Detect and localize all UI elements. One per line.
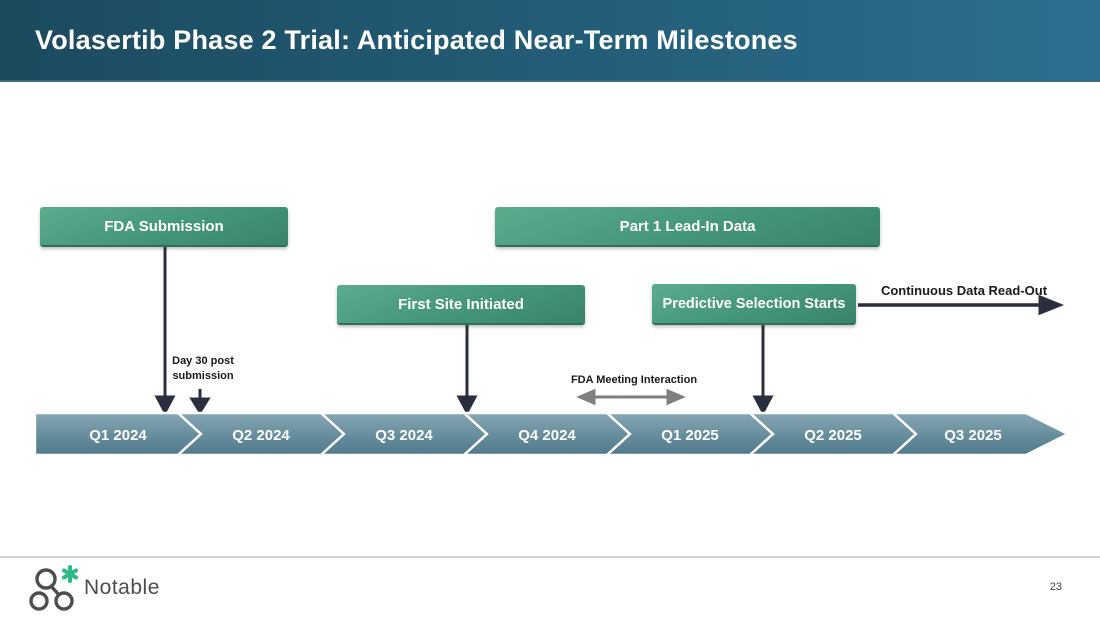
header-bar: Volasertib Phase 2 Trial: Anticipated Ne… (0, 0, 1100, 82)
timeline-labels: Q1 2024 Q2 2024 Q3 2024 Q4 2024 Q1 2025 … (89, 427, 1002, 444)
timeline-band (33, 411, 1071, 457)
timeline-segment-q3-2025 (889, 411, 1071, 457)
logo-circle-bottom-right (54, 591, 74, 611)
annotation-continuous-readout: Continuous Data Read-Out (880, 283, 1048, 298)
connector-arrows (154, 247, 1065, 416)
milestone-fda-submission: FDA Submission (40, 207, 288, 247)
milestone-predictive-selection-starts: Predictive Selection Starts (652, 284, 856, 325)
arrowhead-predictive (752, 395, 774, 416)
logo-circle-bottom-left (29, 591, 49, 611)
annotation-day30-line2: submission (172, 370, 234, 383)
notable-logo-icon (29, 565, 78, 611)
logo-circle-top (35, 568, 57, 590)
milestone-predictive-selection-starts-label: Predictive Selection Starts (662, 295, 846, 312)
double-arrowhead-right (666, 388, 686, 406)
quarter-label-q1-2024: Q1 2024 (89, 427, 147, 444)
quarter-label-q4-2024: Q4 2024 (518, 427, 576, 444)
fda-meeting-double-arrow (576, 388, 686, 406)
page-title: Volasertib Phase 2 Trial: Anticipated Ne… (35, 24, 798, 55)
page-number: 23 (1049, 581, 1062, 593)
milestone-part1-lead-in-data-label: Part 1 Lead-In Data (619, 217, 756, 235)
annotation-fda-meeting: FDA Meeting Interaction (570, 374, 698, 386)
arrowhead-first-site (456, 395, 478, 416)
arrowhead-day30 (189, 397, 211, 415)
quarter-label-q3-2024: Q3 2024 (375, 427, 433, 444)
quarter-label-q1-2025: Q1 2025 (661, 427, 719, 444)
annotation-day30-line1: Day 30 post (172, 355, 234, 367)
annotation-day30: Day 30 post submission (166, 354, 240, 385)
brand-name: Notable (84, 576, 160, 599)
milestone-part1-lead-in-data: Part 1 Lead-In Data (495, 207, 880, 247)
quarter-label-q2-2025: Q2 2025 (804, 427, 862, 444)
quarter-label-q3-2025: Q3 2025 (944, 427, 1002, 444)
arrowhead-continuous-readout (1038, 294, 1065, 316)
quarter-label-q2-2024: Q2 2024 (232, 427, 290, 444)
milestone-first-site-initiated-label: First Site Initiated (398, 295, 524, 313)
milestone-first-site-initiated: First Site Initiated (337, 285, 585, 325)
milestone-fda-submission-label: FDA Submission (104, 217, 224, 235)
double-arrowhead-left (576, 388, 596, 406)
arrowhead-fda-submission (154, 395, 176, 416)
footer-divider (0, 556, 1100, 558)
logo-asterisk (62, 565, 78, 583)
